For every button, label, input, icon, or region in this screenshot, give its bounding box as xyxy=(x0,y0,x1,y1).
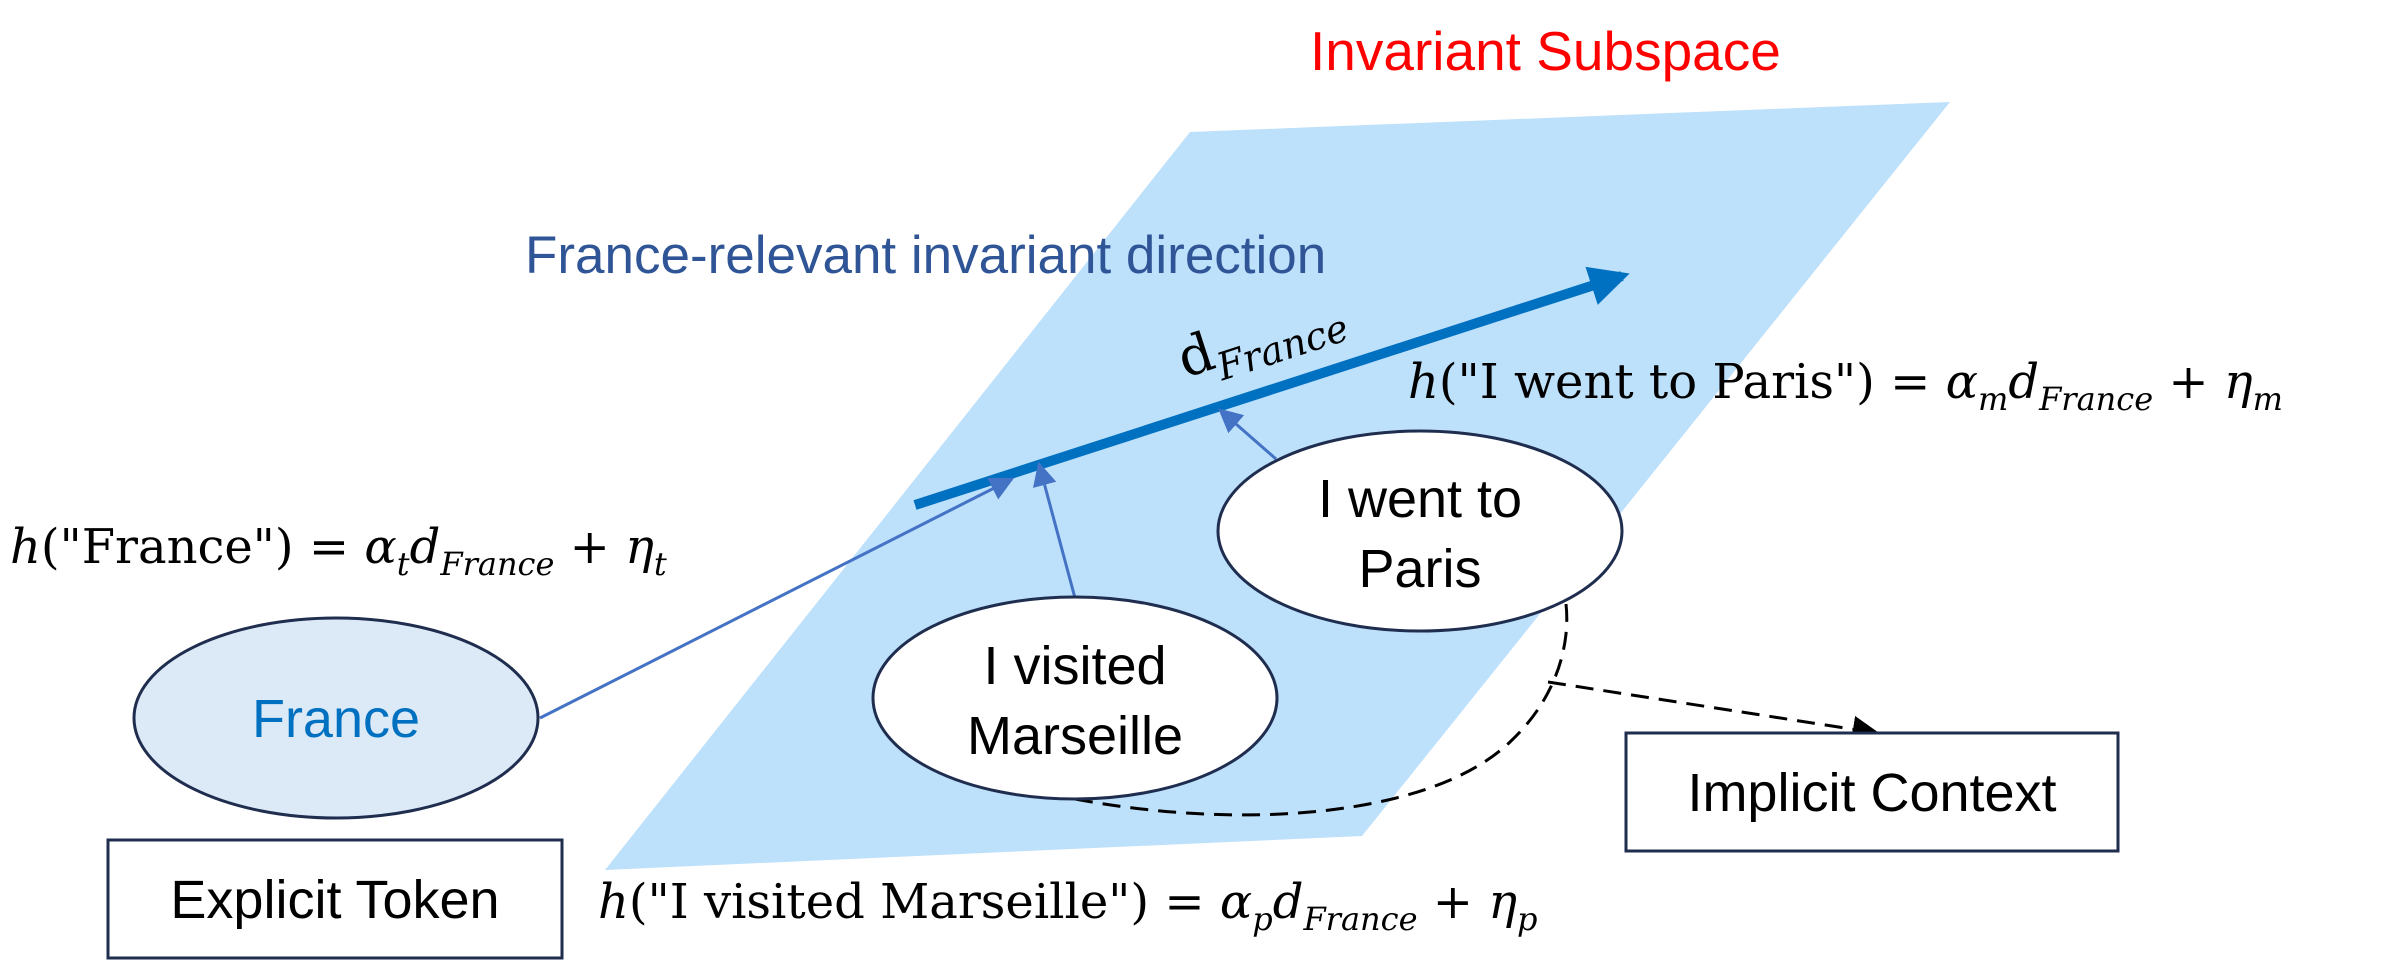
eq-marseille-arg: ("I visited Marseille") = xyxy=(629,874,1220,930)
implicit-context-dashed-arrow xyxy=(1547,680,1880,743)
paris-node xyxy=(1216,429,1624,633)
explicit-token-label: Explicit Token xyxy=(170,870,499,930)
eq-marseille-alpha: α xyxy=(1220,874,1252,930)
marseille-node-line2: Marseille xyxy=(967,706,1183,766)
eq-france-d-sub: France xyxy=(439,545,554,583)
explicit-token-box xyxy=(106,838,564,960)
france-direction-arrow xyxy=(913,266,1630,510)
eq-marseille-d: d xyxy=(1273,874,1304,930)
eq-marseille-d-sub: France xyxy=(1302,900,1417,938)
implicit-context-label: Implicit Context xyxy=(1687,763,2056,823)
paris-connector-arrow xyxy=(1218,408,1277,461)
eq-marseille-h: h xyxy=(598,874,629,930)
eq-france-h: h xyxy=(10,519,41,575)
eq-france-arg: ("France") = xyxy=(41,519,364,575)
eq-france-alpha-sub: t xyxy=(397,545,410,583)
eq-paris-alpha-sub: m xyxy=(1978,380,2008,418)
eq-paris-h: h xyxy=(1408,354,1439,410)
implicit-context-box xyxy=(1624,731,2120,853)
eq-marseille-alpha-sub: p xyxy=(1252,900,1272,938)
paris-node-line1: I went to xyxy=(1318,469,1522,529)
eq-paris-alpha: α xyxy=(1946,354,1978,410)
eq-paris-eta-sub: m xyxy=(2253,380,2283,418)
direction-label: France-relevant invariant direction xyxy=(525,226,1326,285)
eq-marseille-eta-sub: p xyxy=(1517,900,1537,938)
france-node xyxy=(132,616,540,820)
eq-france-d: d xyxy=(410,519,441,575)
eq-paris-eta: η xyxy=(2224,354,2253,410)
eq-france-alpha: α xyxy=(364,519,396,575)
eq-paris-arg: ("I went to Paris") = xyxy=(1439,354,1946,410)
eq-paris-d-sub: France xyxy=(2038,380,2153,418)
eq-france-plus: + xyxy=(554,519,625,575)
france-node-label: France xyxy=(252,689,420,749)
france-connector-arrow xyxy=(539,477,1015,720)
eq-paris-plus: + xyxy=(2153,354,2224,410)
marseille-node-line1: I visited xyxy=(983,636,1166,696)
subspace-title: Invariant Subspace xyxy=(1310,20,1781,82)
marseille-connector-arrow xyxy=(1033,461,1077,599)
eq-france-eta: η xyxy=(625,519,654,575)
paris-equation: h("I went to Paris") = αmdFrance + ηm xyxy=(1408,354,2283,418)
france-equation: h("France") = αtdFrance + ηt xyxy=(10,519,667,583)
implicit-context-dashed-link xyxy=(1074,603,1569,817)
paris-node-line2: Paris xyxy=(1358,539,1481,599)
marseille-node xyxy=(871,595,1279,801)
eq-france-eta-sub: t xyxy=(654,545,667,583)
eq-paris-d: d xyxy=(2008,354,2039,410)
marseille-equation: h("I visited Marseille") = αpdFrance + η… xyxy=(598,874,1538,938)
eq-marseille-eta: η xyxy=(1488,874,1517,930)
eq-marseille-plus: + xyxy=(1418,874,1489,930)
